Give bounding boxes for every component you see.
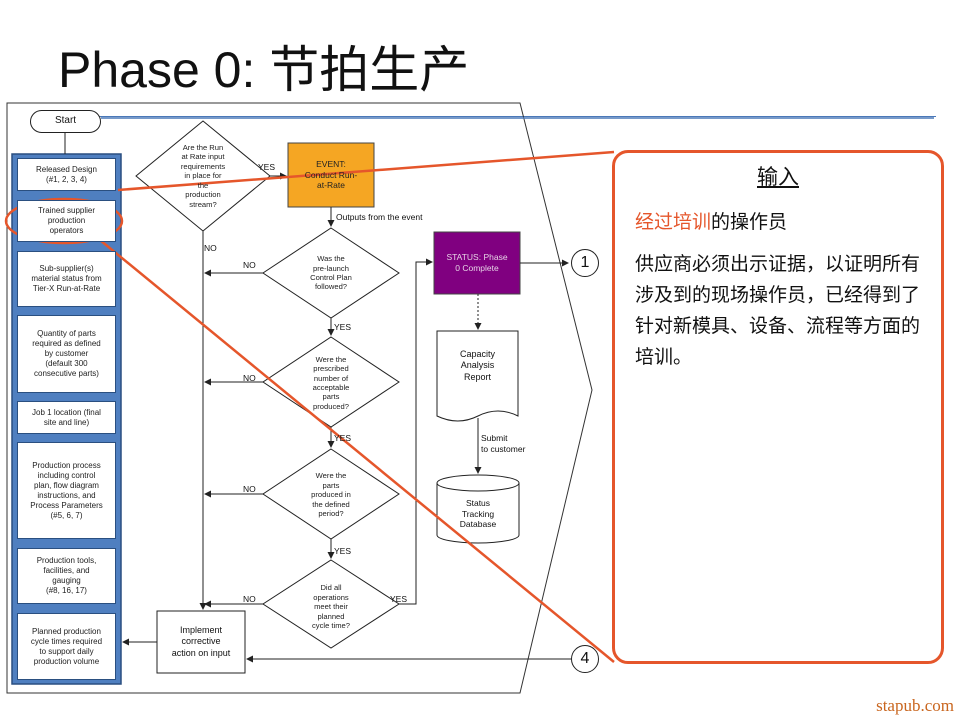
- diagram-frame: [6, 102, 593, 694]
- input-cycle-times: Planned production cycle times required …: [17, 613, 116, 680]
- highlight-ellipse: [4, 197, 124, 245]
- no-label-4: NO: [243, 484, 256, 494]
- database-cylinder-top: [436, 474, 520, 492]
- decision-3-text: Were the prescribed number of acceptable…: [312, 354, 350, 411]
- submit-label: Submit to customer: [481, 433, 526, 455]
- yes-label-1: YES: [258, 162, 276, 172]
- callout-subtitle: 经过培训的操作员: [635, 207, 787, 234]
- yes-label-3: YES: [334, 433, 352, 443]
- yes-label-5: YES: [390, 594, 408, 604]
- callout-line-top: [117, 150, 615, 192]
- outputs-label: Outputs from the event: [336, 212, 423, 222]
- yes-label-2: YES: [334, 322, 352, 332]
- input-production-process: Production process including control pla…: [17, 442, 116, 539]
- decision-1-text: Are the Run at Rate input requirements i…: [180, 142, 226, 209]
- input-production-tools: Production tools, facilities, and gaugin…: [17, 548, 116, 604]
- connector-1: 1: [571, 249, 599, 277]
- yes-label-4: YES: [334, 546, 352, 556]
- page-title: Phase 0: 节拍生产: [58, 42, 470, 98]
- report-text: Capacity Analysis Report: [459, 349, 495, 382]
- no-label-5: NO: [243, 594, 256, 604]
- watermark: stapub.com: [876, 696, 954, 715]
- callout-line-bottom: [99, 239, 615, 663]
- callout-body: 供应商必须出示证据，以证明所有涉及到的现场操作员，已经得到了针对新模具、设备、流…: [635, 254, 921, 368]
- input-sub-supplier-status: Sub-supplier(s) material status from Tie…: [17, 251, 116, 307]
- input-quantity-parts: Quantity of parts required as defined by…: [17, 315, 116, 393]
- no-label-1: NO: [204, 243, 217, 253]
- decision-5-shape: [262, 559, 400, 649]
- event-text: EVENT: Conduct Run- at-Rate: [304, 159, 358, 191]
- connector-4: 4: [571, 645, 599, 673]
- no-label-3: NO: [243, 373, 256, 383]
- input-trained-operators: Trained supplier production operators: [17, 200, 116, 242]
- title-divider: [96, 116, 936, 117]
- callout-subtitle-rest: 的操作员: [711, 212, 788, 233]
- status-text: STATUS: Phase 0 Complete: [446, 252, 508, 273]
- start-terminator: Start: [30, 110, 101, 133]
- decision-4-text: Were the parts produced in the defined p…: [311, 471, 351, 519]
- input-job1-location: Job 1 location (final site and line): [17, 401, 116, 434]
- corrective-text: Implement corrective action on input: [171, 625, 231, 658]
- decision-5-text: Did all operations meet their planned cy…: [312, 583, 350, 631]
- callout-highlight: 经过培训: [635, 212, 712, 233]
- report-document-shape: [436, 330, 519, 422]
- callout-panel: 输入 经过培训的操作员 供应商必须出示证据，以证明所有涉及到的现场操作员，已经得…: [612, 150, 944, 664]
- callout-heading: 输入: [757, 166, 799, 189]
- database-text: Status Tracking Database: [459, 498, 497, 530]
- no-label-2: NO: [243, 260, 256, 270]
- corrective-box: [156, 610, 246, 674]
- input-released-design: Released Design (#1, 2, 3, 4): [17, 158, 116, 191]
- status-box: [433, 231, 521, 295]
- decision-2-text: Was the pre-launch Control Plan followed…: [310, 254, 352, 292]
- database-cylinder-shape: [436, 483, 520, 544]
